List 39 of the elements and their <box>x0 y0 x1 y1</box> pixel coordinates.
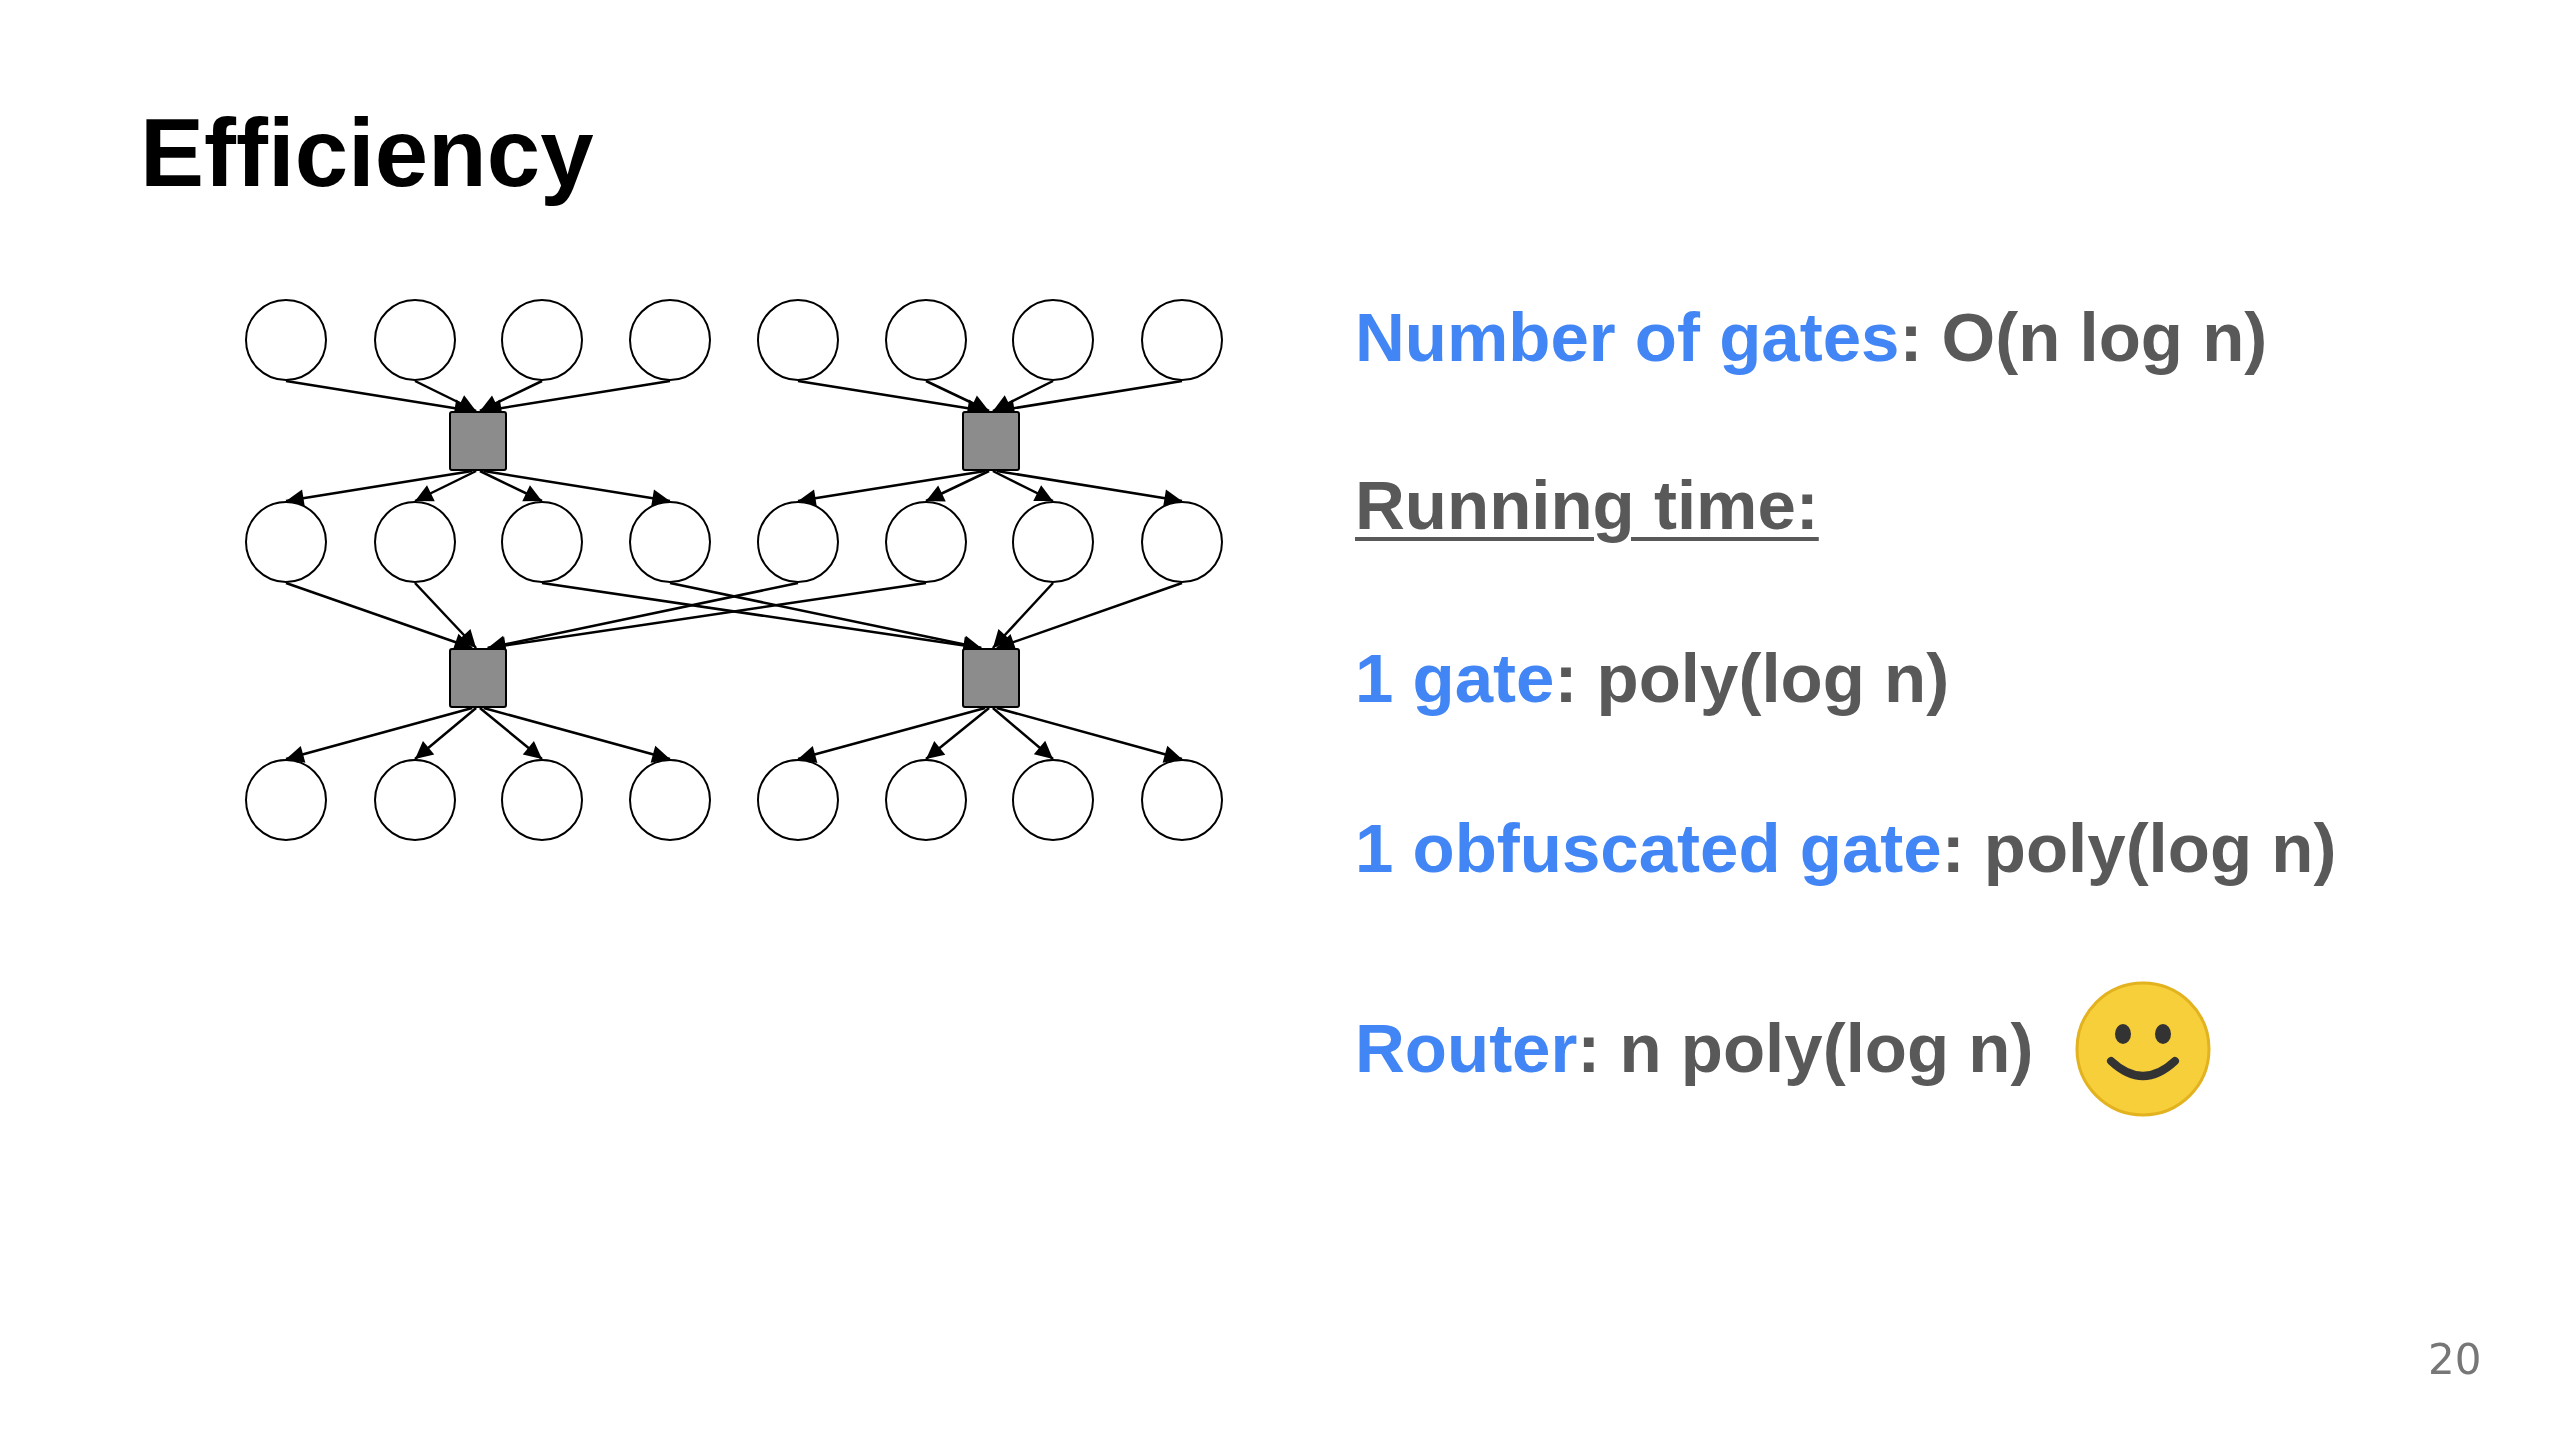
arrow <box>992 379 1054 413</box>
arrow <box>797 469 986 507</box>
arrow <box>483 469 671 507</box>
metric-value: : poly(log n) <box>1554 639 1950 719</box>
metric-name: 1 obfuscated gate <box>1355 809 1942 889</box>
arrow <box>285 581 473 651</box>
metric-name: Router <box>1355 1008 1578 1089</box>
arrow <box>285 706 473 763</box>
arrow <box>992 469 1054 503</box>
arrow <box>285 469 473 507</box>
slide-title: Efficiency <box>140 100 594 206</box>
arrow <box>479 379 543 413</box>
arrow <box>414 582 478 649</box>
arrow <box>925 379 990 413</box>
page-number: 20 <box>2428 1335 2482 1384</box>
arrow <box>925 469 990 503</box>
arrow <box>996 581 1183 651</box>
arrow <box>992 707 1054 760</box>
gate-square <box>449 411 507 471</box>
arrow <box>925 707 990 760</box>
gate-square <box>449 648 507 708</box>
arrow <box>414 379 477 413</box>
arrow <box>996 469 1183 507</box>
metric-value: : n poly(log n) <box>1577 1008 2034 1089</box>
arrow <box>483 706 671 763</box>
metric-name: 1 gate <box>1355 639 1555 719</box>
metric-value: : poly(log n) <box>1941 809 2337 889</box>
metric-value: : O(n log n) <box>1899 298 2268 378</box>
gate-square <box>962 411 1020 471</box>
arrow <box>479 707 543 760</box>
arrow <box>414 707 477 760</box>
arrow <box>479 469 543 503</box>
arrow <box>414 469 477 503</box>
section-heading: Running time: <box>1355 466 1819 546</box>
metric-name: Number of gates <box>1355 298 1900 378</box>
arrow <box>991 582 1054 649</box>
gate-square <box>962 648 1020 708</box>
arrow <box>797 706 986 763</box>
arrow <box>996 706 1183 763</box>
